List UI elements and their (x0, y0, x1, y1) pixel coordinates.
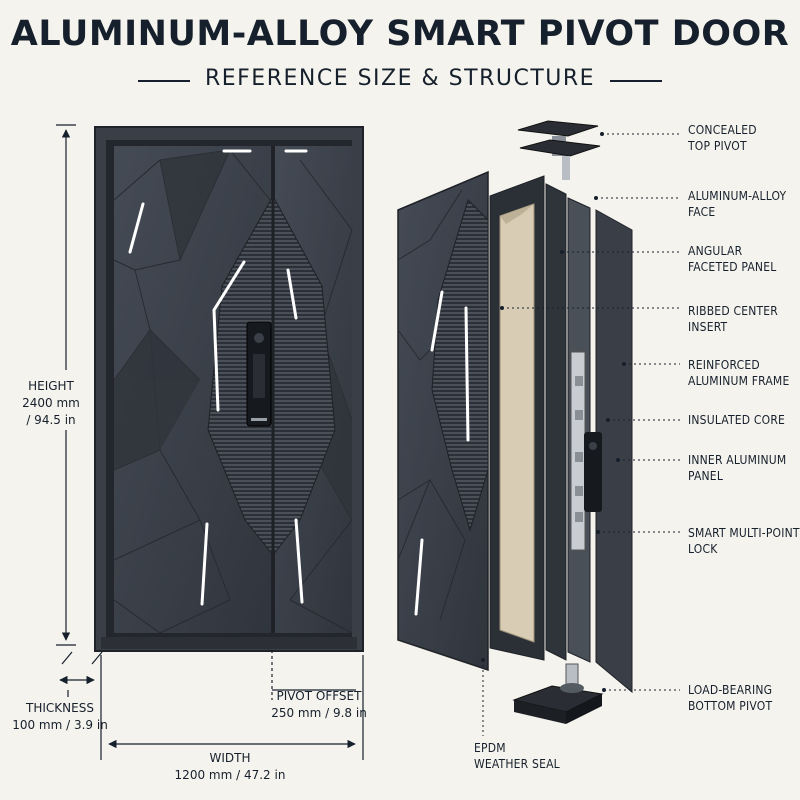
thickness-value: 100 mm / 3.9 in (12, 718, 108, 732)
callout-epdm-weather-seal: EPDM WEATHER SEAL (474, 741, 560, 771)
page-title: ALUMINUM-ALLOY SMART PIVOT DOOR (10, 14, 790, 54)
reinforced-frame-layer (545, 183, 567, 661)
page-subtitle: REFERENCE SIZE & STRUCTURE (204, 66, 596, 91)
callout-concealed-top-pivot: CONCEALED TOP PIVOT (688, 123, 757, 153)
callout-smart-multipoint-lock: SMART MULTI-POINT LOCK (688, 526, 800, 556)
thickness-label: THICKNESS (26, 701, 94, 715)
exploded-lock-handle (584, 432, 602, 512)
callout-ribbed-center-insert: RIBBED CENTER INSERT (688, 304, 779, 334)
callout-aluminum-alloy-face: ALUMINUM-ALLOY FACE (688, 189, 787, 219)
leader-dots (481, 132, 626, 692)
callout-insulated-core: INSULATED CORE (688, 413, 786, 427)
callout-angular-faceted-panel: ANGULAR FACETED PANEL (688, 244, 777, 274)
light-strips (128, 149, 308, 606)
width-value: 1200 mm / 47.2 in (174, 768, 286, 782)
callout-load-bearing-bottom-pivot: LOAD-BEARING BOTTOM PIVOT (688, 683, 773, 713)
height-mm: 2400 mm (22, 396, 80, 410)
subtitle-rule-left (138, 80, 190, 82)
exploded-view (397, 120, 633, 724)
pivot-offset-dimension: PIVOT OFFSET 250 mm / 9.8 in (270, 688, 368, 722)
top-pivot-part (517, 120, 601, 180)
pivot-offset-label: PIVOT OFFSET (276, 689, 362, 703)
height-in: / 94.5 in (26, 413, 76, 427)
insulated-core (499, 203, 535, 643)
pivot-offset-value: 250 mm / 9.8 in (271, 706, 367, 720)
front-door (94, 126, 364, 652)
height-label: HEIGHT (28, 379, 74, 393)
subtitle-block: REFERENCE SIZE & STRUCTURE (0, 66, 800, 96)
bottom-pivot-part (512, 663, 604, 724)
subtitle-rule-right (610, 80, 662, 82)
width-label: WIDTH (209, 751, 251, 765)
door-threshold (101, 637, 357, 649)
height-dimension: HEIGHT 2400 mm / 94.5 in (14, 378, 88, 429)
callout-reinforced-aluminum-frame: REINFORCED ALUMINUM FRAME (688, 358, 790, 388)
leader-lines (482, 133, 680, 736)
width-dimension: WIDTH 1200 mm / 47.2 in (160, 750, 300, 784)
callout-inner-aluminum-panel: INNER ALUMINUM PANEL (688, 453, 787, 483)
dimension-lines (56, 124, 364, 760)
thickness-dimension: THICKNESS 100 mm / 3.9 in (8, 700, 112, 734)
